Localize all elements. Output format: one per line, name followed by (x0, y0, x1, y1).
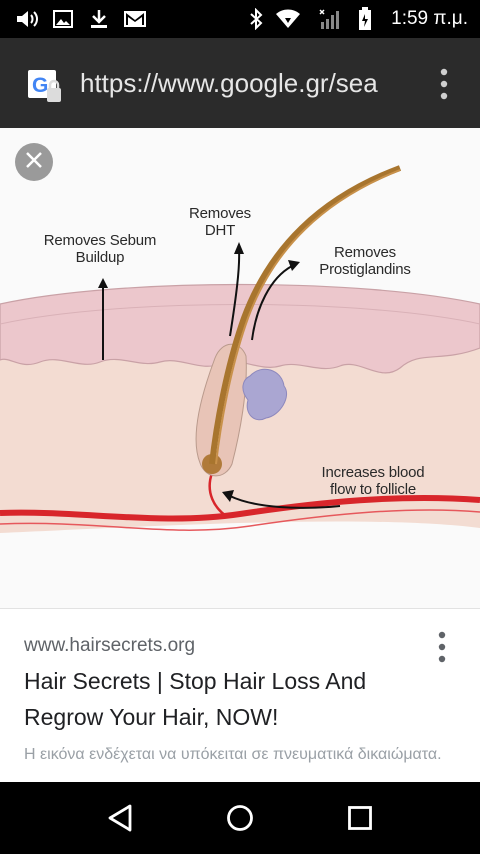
copyright-notice: Η εικόνα ενδέχεται να υπόκειται σε πνευμ… (24, 746, 442, 763)
google-lock-icon[interactable]: G (28, 70, 61, 102)
result-site[interactable]: www.hairsecrets.org (24, 635, 196, 656)
bluetooth-icon (246, 0, 266, 38)
svg-text:G: G (32, 74, 48, 97)
url-field[interactable]: https://www.google.gr/sea (80, 68, 378, 98)
hair-follicle-diagram[interactable]: Removes Sebum Buildup Removes DHT Remove… (0, 128, 480, 608)
recents-icon[interactable] (340, 798, 380, 838)
divider (0, 608, 480, 609)
battery-icon (356, 0, 374, 38)
label-blood-flow: Increases blood flow to follicle (321, 464, 425, 498)
download-icon (88, 0, 110, 38)
label-sebum: Removes Sebum Buildup (43, 232, 157, 266)
overflow-menu-icon[interactable] (432, 66, 456, 102)
status-bar: 1:59 π.μ. (0, 0, 480, 38)
close-icon (25, 151, 43, 174)
result-card[interactable]: www.hairsecrets.org Hair Secrets | Stop … (0, 609, 480, 782)
home-icon[interactable] (220, 798, 260, 838)
image-icon (52, 0, 74, 38)
clock-time: 1:59 π.μ. (391, 8, 468, 29)
wifi-icon (274, 0, 302, 38)
result-menu-icon[interactable] (432, 629, 452, 665)
back-icon[interactable] (100, 798, 140, 838)
gmail-icon (122, 0, 148, 38)
signal-icon (316, 0, 342, 38)
close-button[interactable] (15, 143, 53, 181)
result-title[interactable]: Hair Secrets | Stop Hair Loss And Regrow… (24, 668, 367, 730)
browser-toolbar: G https://www.google.gr/sea (0, 38, 480, 128)
label-prostiglandins: Removes Prostiglandins (319, 244, 411, 278)
volume-icon (14, 0, 40, 38)
navigation-bar (0, 782, 480, 854)
label-dht: Removes DHT (189, 205, 251, 239)
image-viewer: Removes Sebum Buildup Removes DHT Remove… (0, 128, 480, 782)
